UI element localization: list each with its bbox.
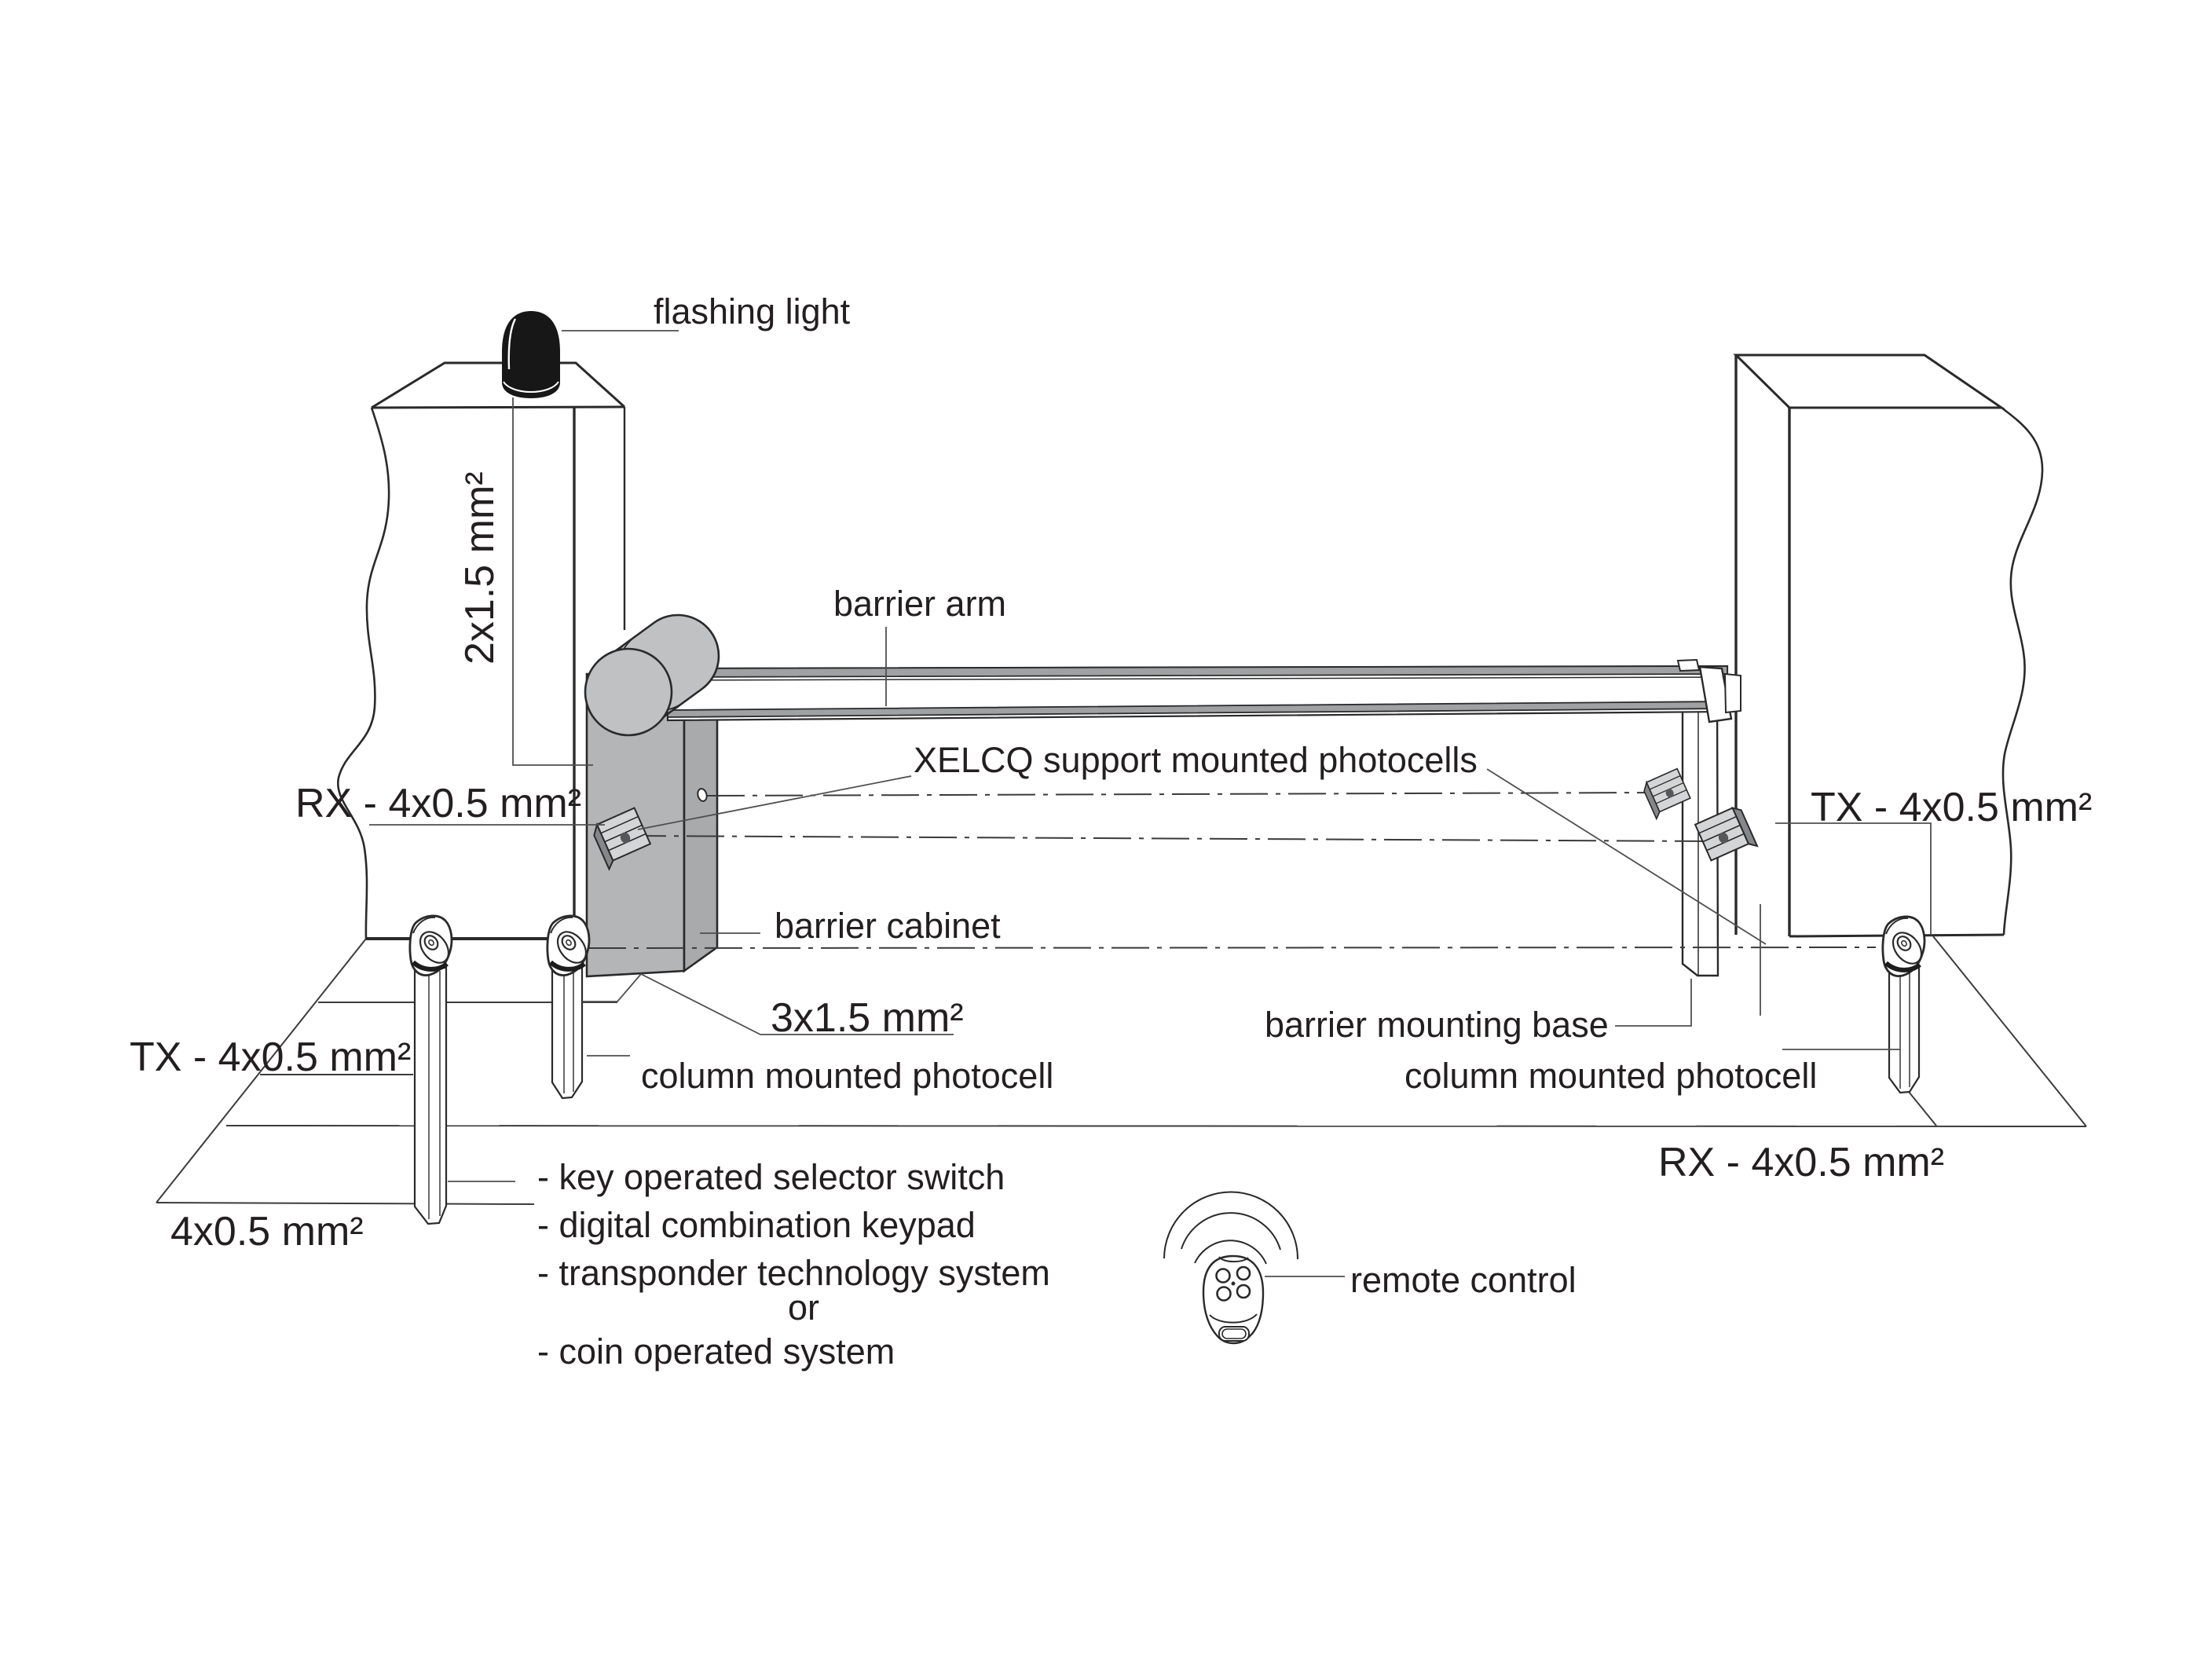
svg-text:2x1.5 mm²: 2x1.5 mm²: [457, 471, 503, 665]
svg-text:TX - 4x0.5 mm²: TX - 4x0.5 mm²: [1811, 785, 2092, 830]
svg-text:barrier cabinet: barrier cabinet: [775, 906, 1001, 946]
svg-text:- digital combination keypad: - digital combination keypad: [537, 1205, 976, 1245]
svg-text:RX - 4x0.5 mm²: RX - 4x0.5 mm²: [1658, 1140, 1944, 1185]
svg-text:RX - 4x0.5 mm²: RX - 4x0.5 mm²: [295, 781, 581, 826]
svg-text:barrier mounting base: barrier mounting base: [1265, 1005, 1609, 1045]
svg-text:barrier arm: barrier arm: [833, 584, 1006, 624]
svg-text:column mounted photocell: column mounted photocell: [1404, 1056, 1817, 1096]
svg-text:4x0.5 mm²: 4x0.5 mm²: [170, 1209, 364, 1254]
svg-text:- key operated selector switch: - key operated selector switch: [537, 1157, 1005, 1197]
svg-text:- coin operated system: - coin operated system: [537, 1331, 895, 1372]
svg-text:TX - 4x0.5 mm²: TX - 4x0.5 mm²: [130, 1035, 411, 1080]
svg-text:- transponder technology syste: - transponder technology system: [537, 1253, 1050, 1293]
svg-text:XELCQ support mounted photocel: XELCQ support mounted photocells: [914, 740, 1478, 780]
svg-text:3x1.5 mm²: 3x1.5 mm²: [771, 995, 964, 1041]
svg-text:remote control: remote control: [1350, 1260, 1577, 1300]
svg-text:flashing light: flashing light: [654, 291, 851, 331]
svg-text:column mounted photocell: column mounted photocell: [641, 1056, 1053, 1096]
svg-text:or: or: [788, 1287, 819, 1328]
